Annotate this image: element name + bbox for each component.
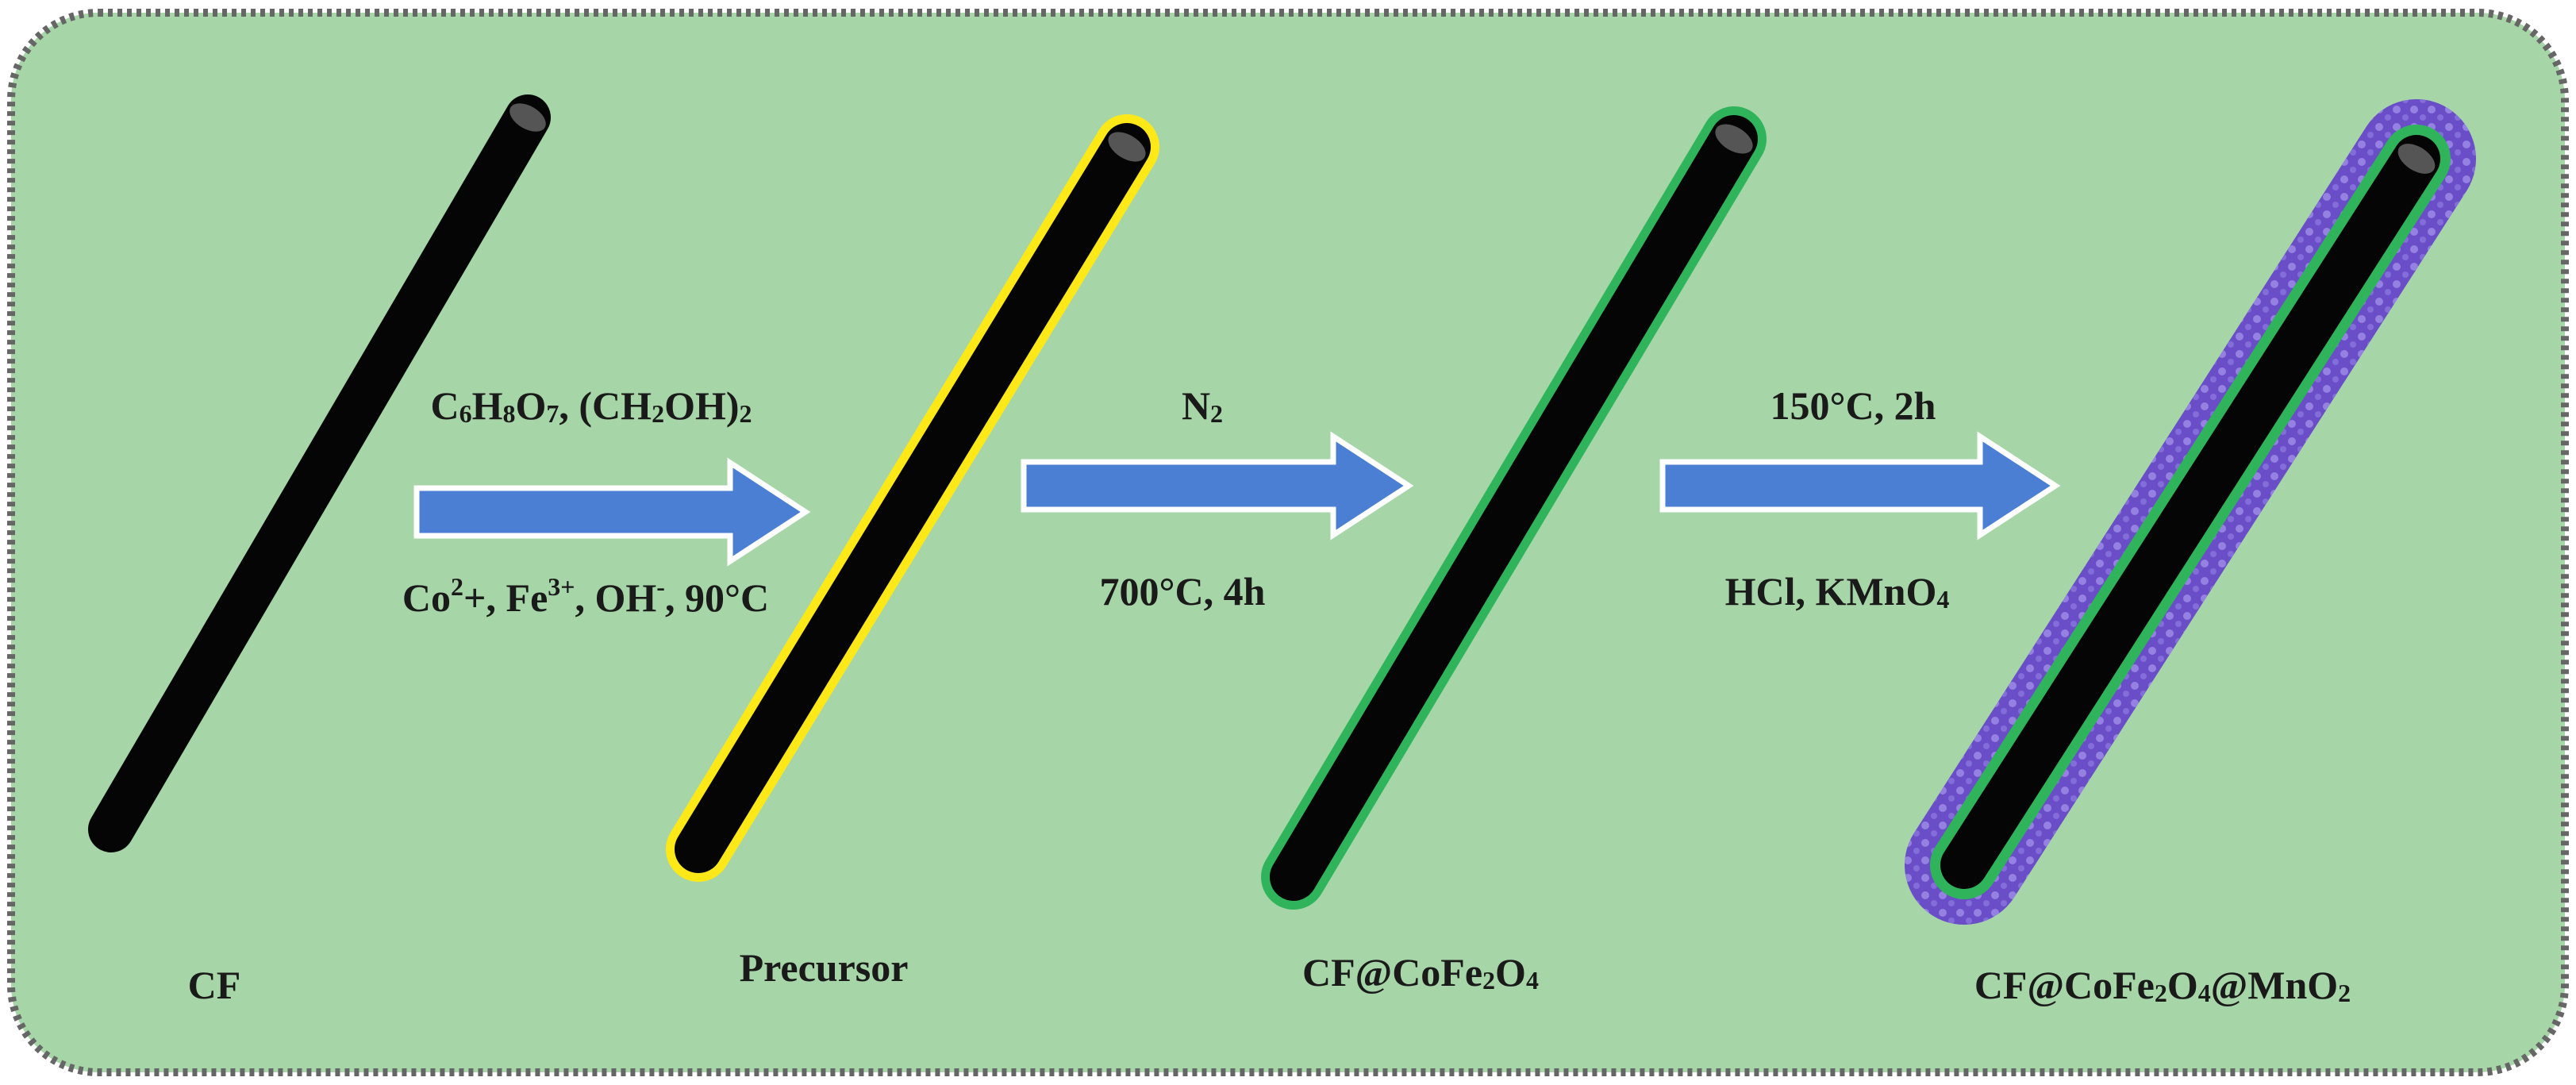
carbon-fiber-core bbox=[88, 94, 551, 852]
step-2-condition-above: N2 bbox=[1182, 383, 1223, 428]
step-1-condition-above: C6H8O7, (CH2OH)2 bbox=[430, 383, 752, 428]
fiber-3 bbox=[1261, 106, 1767, 910]
step-3-condition-below: HCl, KMnO4 bbox=[1725, 569, 1950, 614]
arrows-layer bbox=[413, 431, 2061, 567]
carbon-fiber-core bbox=[675, 123, 1151, 873]
stage-label-4: CF@CoFe2O4@MnO2 bbox=[1974, 963, 2351, 1007]
reaction-arrow-1 bbox=[413, 457, 811, 567]
stage-label-2: Precursor bbox=[740, 945, 909, 990]
stage-label-3: CF@CoFe2O4 bbox=[1302, 950, 1539, 995]
fiber-1 bbox=[88, 94, 551, 852]
fiber-end-cap bbox=[2397, 144, 2436, 174]
stage-label-1: CF bbox=[188, 963, 241, 1007]
fiber-end-cap bbox=[509, 103, 546, 132]
step-3-condition-above: 150°C, 2h bbox=[1771, 383, 1936, 428]
carbon-fiber-core bbox=[1940, 135, 2440, 889]
step-1-condition-below: Co2+, Fe3+, OH-, 90°C bbox=[402, 572, 769, 620]
labels-layer: CF Precursor CF@CoFe2O4 CF@CoFe2O4@MnO2 C6H8… bbox=[188, 383, 2351, 1007]
fiber-end-cap bbox=[1108, 132, 1146, 162]
fiber-4 bbox=[1905, 99, 2476, 925]
reaction-arrow-3 bbox=[1659, 431, 2061, 541]
reaction-arrow-2 bbox=[1021, 431, 1414, 541]
carbon-fiber-core bbox=[1270, 115, 1758, 901]
fibers-layer bbox=[88, 94, 2476, 925]
background-panel bbox=[7, 9, 2569, 1076]
fiber-end-cap bbox=[1715, 124, 1753, 154]
step-2-condition-below: 700°C, 4h bbox=[1100, 569, 1266, 614]
fiber-2 bbox=[666, 114, 1159, 882]
